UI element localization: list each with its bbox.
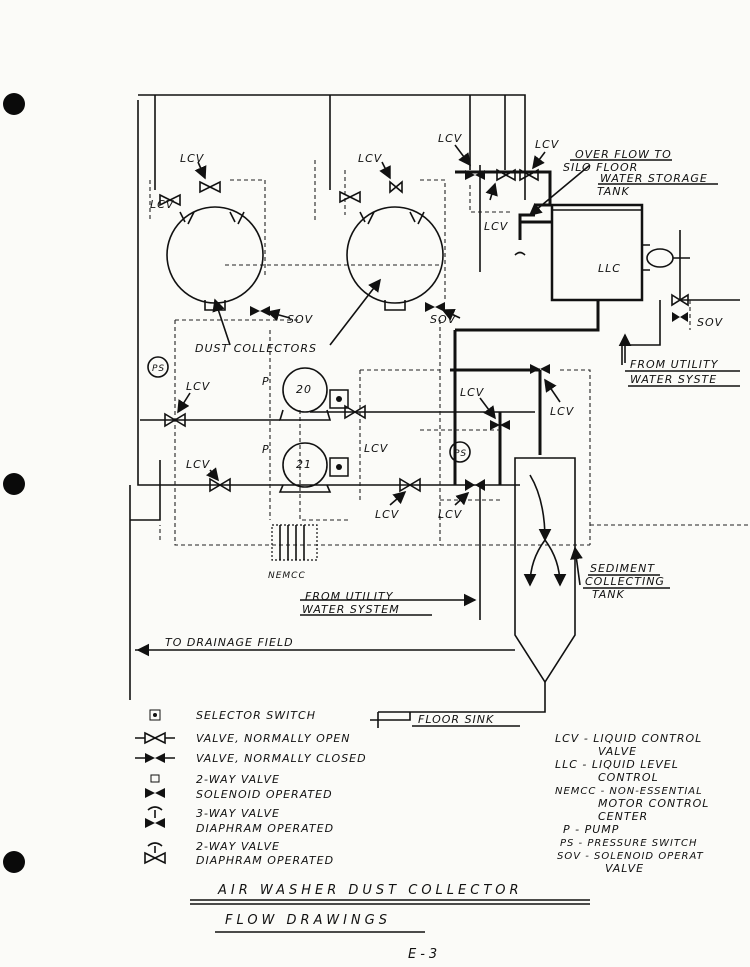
label-lcv-2: LCV [150, 198, 175, 211]
label-lcv-12: LCV [375, 508, 400, 521]
label-overflow-1: OVER FLOW TO [575, 148, 672, 161]
abbr-line-6: MOTOR CONTROL [598, 797, 709, 810]
nemcc-box [271, 524, 318, 561]
pressure-switch-right [449, 441, 471, 463]
pump-20 [278, 367, 332, 421]
valves [159, 168, 689, 493]
pressure-switch-left [147, 356, 169, 378]
dust-collector-2 [346, 206, 444, 311]
water-storage-tank [514, 203, 690, 302]
label-lcv-1: LCV [180, 152, 205, 165]
label-floor-sink: FLOOR SINK [418, 713, 494, 726]
label-llc: LLC [598, 262, 621, 275]
title-block: AIR WASHER DUST COLLECTOR FLOW DRAWINGS … [190, 883, 590, 962]
label-sediment-3: TANK [592, 588, 625, 601]
label-sov-3: SOV [697, 316, 724, 329]
label-lcv-7: LCV [186, 380, 211, 393]
abbr-line-3: LLC - LIQUID LEVEL [555, 758, 679, 771]
abbr-line-2: VALVE [598, 745, 637, 758]
legend-3way-diaphragm-2: DIAPHRAM OPERATED [196, 822, 334, 835]
binder-hole-top [3, 93, 25, 115]
abbr-line-10: SOV - SOLENOID OPERAT [557, 851, 704, 862]
legend-valve-open: VALVE, NORMALLY OPEN [196, 732, 351, 745]
label-from-utility-mid-1: FROM UTILITY [305, 590, 394, 603]
legend-2way-diaphragm-2: DIAPHRAM OPERATED [196, 854, 334, 867]
label-nemcc: NEMCC [268, 571, 306, 581]
legend-3way-diaphragm-1: 3-WAY VALVE [196, 807, 280, 820]
label-from-utility-top-1: FROM UTILITY [630, 358, 719, 371]
abbr-line-9: PS - PRESSURE SWITCH [560, 838, 698, 849]
abbr-line-1: LCV - LIQUID CONTROL [555, 732, 702, 745]
legend-2way-solenoid-2: SOLENOID OPERATED [196, 788, 333, 801]
abbr-line-8: P - PUMP [563, 823, 619, 836]
abbreviations: LCV - LIQUID CONTROL VALVE LLC - LIQUID … [555, 732, 709, 875]
label-ps-right: PS [454, 449, 467, 459]
legend-2way-solenoid-1: 2-WAY VALVE [196, 773, 280, 786]
abbr-line-11: VALVE [605, 862, 644, 875]
title-line-2: FLOW DRAWINGS [225, 913, 391, 928]
label-dust-collectors: DUST COLLECTORS [195, 342, 317, 355]
label-p-21: P [262, 443, 270, 456]
label-lcv-8: LCV [460, 386, 485, 399]
legend: SELECTOR SWITCH VALVE, NORMALLY OPEN VAL… [135, 709, 367, 867]
legend-selector-switch: SELECTOR SWITCH [196, 709, 316, 722]
label-drainage: TO DRAINAGE FIELD [165, 636, 294, 649]
label-pump-20: 20 [296, 383, 312, 396]
title-line-1: AIR WASHER DUST COLLECTOR [217, 883, 523, 898]
pump-21 [278, 442, 332, 493]
abbr-line-7: CENTER [598, 810, 648, 823]
leader-arrows [136, 144, 632, 657]
label-lcv-5: LCV [535, 138, 560, 151]
label-lcv-13: LCV [438, 508, 463, 521]
dust-collector-1 [166, 206, 264, 311]
binder-hole-bottom [3, 851, 25, 873]
binder-hole-middle [3, 473, 25, 495]
control-lines [149, 160, 750, 546]
label-lcv-4: LCV [438, 132, 463, 145]
label-sov-2: SOV [430, 313, 457, 326]
label-lcv-11: LCV [186, 458, 211, 471]
label-sediment-2: COLLECTING [585, 575, 665, 588]
label-ps-left: PS [152, 364, 165, 374]
main-piping [129, 94, 740, 728]
page-number: E-3 [408, 947, 441, 962]
label-sov-1: SOV [287, 313, 314, 326]
abbr-line-5: NEMCC - NON-ESSENTIAL [555, 786, 703, 797]
legend-valve-closed: VALVE, NORMALLY CLOSED [196, 752, 367, 765]
label-water-storage-1: WATER STORAGE [600, 172, 708, 185]
label-water-storage-2: TANK [597, 185, 630, 198]
abbr-line-4: CONTROL [598, 771, 659, 784]
label-lcv-6: LCV [484, 220, 509, 233]
label-pump-21: 21 [296, 458, 312, 471]
label-lcv-10: LCV [550, 405, 575, 418]
selector-switch-21 [329, 457, 349, 477]
label-lcv-3: LCV [358, 152, 383, 165]
label-p-20: P [262, 375, 270, 388]
label-lcv-9: LCV [364, 442, 389, 455]
label-from-utility-top-2: WATER SYSTE [630, 373, 717, 386]
label-sediment-1: SEDIMENT [590, 562, 655, 575]
legend-2way-diaphragm-1: 2-WAY VALVE [196, 840, 280, 853]
label-from-utility-mid-2: WATER SYSTEM [302, 603, 400, 616]
sediment-collecting-tank [378, 457, 576, 713]
selector-switch-20 [329, 389, 349, 409]
label-overflow-2: SILO FLOOR [563, 161, 638, 174]
